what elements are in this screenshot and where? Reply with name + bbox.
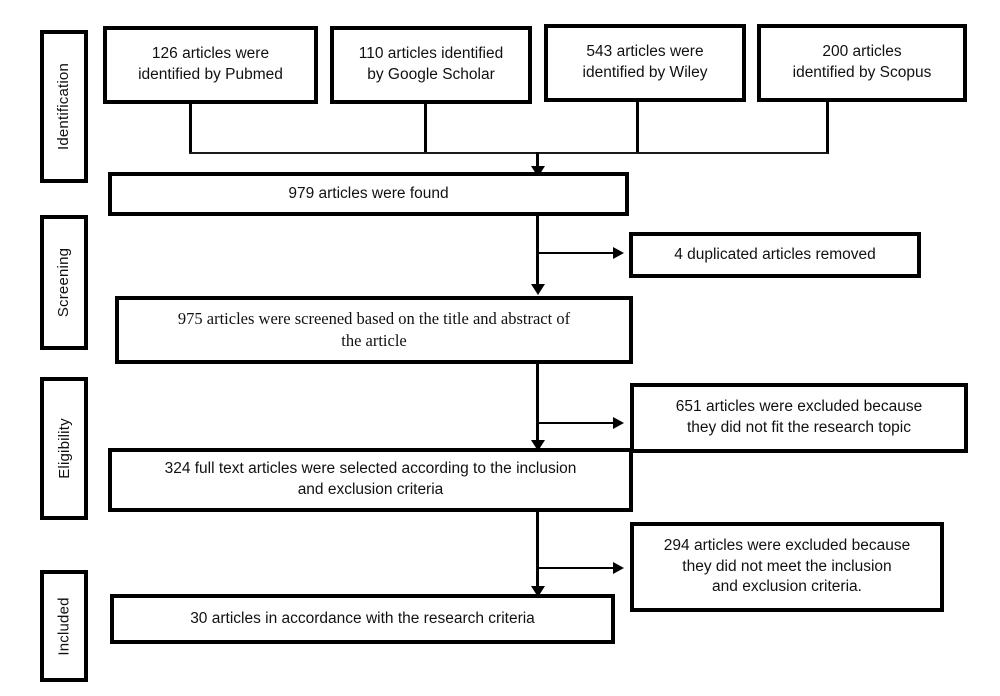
- node-excluded-criteria: 294 articles were excluded because they …: [630, 522, 944, 612]
- stage-label-eligibility: Eligibility: [40, 377, 88, 520]
- arrow-screened-to-excluded-topic: [613, 417, 624, 429]
- connector-wiley-drop: [636, 102, 639, 154]
- connector-screened-to-excluded-topic: [537, 422, 615, 424]
- node-fulltext-assessed-text: 324 full text articles were selected acc…: [164, 460, 577, 498]
- source-box-pubmed: 126 articles were identified by Pubmed: [103, 26, 318, 104]
- stage-label-included: Included: [40, 570, 88, 682]
- node-records-screened-text: 975 articles were screened based on the …: [177, 308, 571, 350]
- node-excluded-topic-text: 651 articles were excluded because they …: [675, 398, 923, 436]
- node-fulltext-assessed: 324 full text articles were selected acc…: [108, 448, 633, 512]
- node-included-final-text: 30 articles in accordance with the resea…: [190, 609, 535, 627]
- stage-label-identification: Identification: [40, 30, 88, 183]
- node-excluded-criteria-text: 294 articles were excluded because they …: [663, 536, 911, 596]
- connector-google-scholar-drop: [424, 104, 427, 154]
- stage-label-identification-text: Identification: [55, 62, 73, 151]
- node-duplicates-removed: 4 duplicated articles removed: [629, 232, 921, 278]
- source-box-scopus-text: 200 articles identified by Scopus: [792, 43, 932, 81]
- source-box-wiley: 543 articles were identified by Wiley: [544, 24, 746, 102]
- arrow-fulltext-to-included: [531, 586, 545, 597]
- connector-screened-to-fulltext: [536, 364, 539, 444]
- connector-fulltext-to-excluded-criteria: [537, 567, 615, 569]
- source-box-pubmed-text: 126 articles were identified by Pubmed: [138, 45, 283, 83]
- arrow-manifold-to-found: [531, 166, 545, 177]
- connector-pubmed-drop: [189, 104, 192, 154]
- stage-label-screening: Screening: [40, 215, 88, 350]
- source-box-scopus: 200 articles identified by Scopus: [757, 24, 967, 102]
- arrow-found-to-screened: [531, 284, 545, 295]
- connector-fulltext-to-included: [536, 512, 539, 590]
- node-records-screened: 975 articles were screened based on the …: [115, 296, 633, 364]
- connector-sources-manifold: [189, 152, 828, 154]
- source-box-wiley-text: 543 articles were identified by Wiley: [582, 43, 708, 81]
- node-records-found-text: 979 articles were found: [288, 184, 449, 202]
- arrow-screened-to-fulltext: [531, 440, 545, 451]
- connector-manifold-to-found: [536, 152, 539, 170]
- node-excluded-topic: 651 articles were excluded because they …: [630, 383, 968, 453]
- connector-scopus-drop: [826, 102, 829, 154]
- stage-label-included-text: Included: [55, 596, 73, 656]
- source-box-google-scholar-text: 110 articles identified by Google Schola…: [358, 45, 504, 83]
- stage-label-screening-text: Screening: [55, 247, 73, 318]
- arrow-fulltext-to-excluded-criteria: [613, 562, 624, 574]
- node-included-final: 30 articles in accordance with the resea…: [110, 594, 615, 644]
- node-records-found: 979 articles were found: [108, 172, 629, 216]
- stage-label-eligibility-text: Eligibility: [55, 418, 73, 479]
- connector-found-to-duplicates: [537, 252, 615, 254]
- node-duplicates-removed-text: 4 duplicated articles removed: [674, 245, 876, 263]
- source-box-google-scholar: 110 articles identified by Google Schola…: [330, 26, 532, 104]
- arrow-found-to-duplicates: [613, 247, 624, 259]
